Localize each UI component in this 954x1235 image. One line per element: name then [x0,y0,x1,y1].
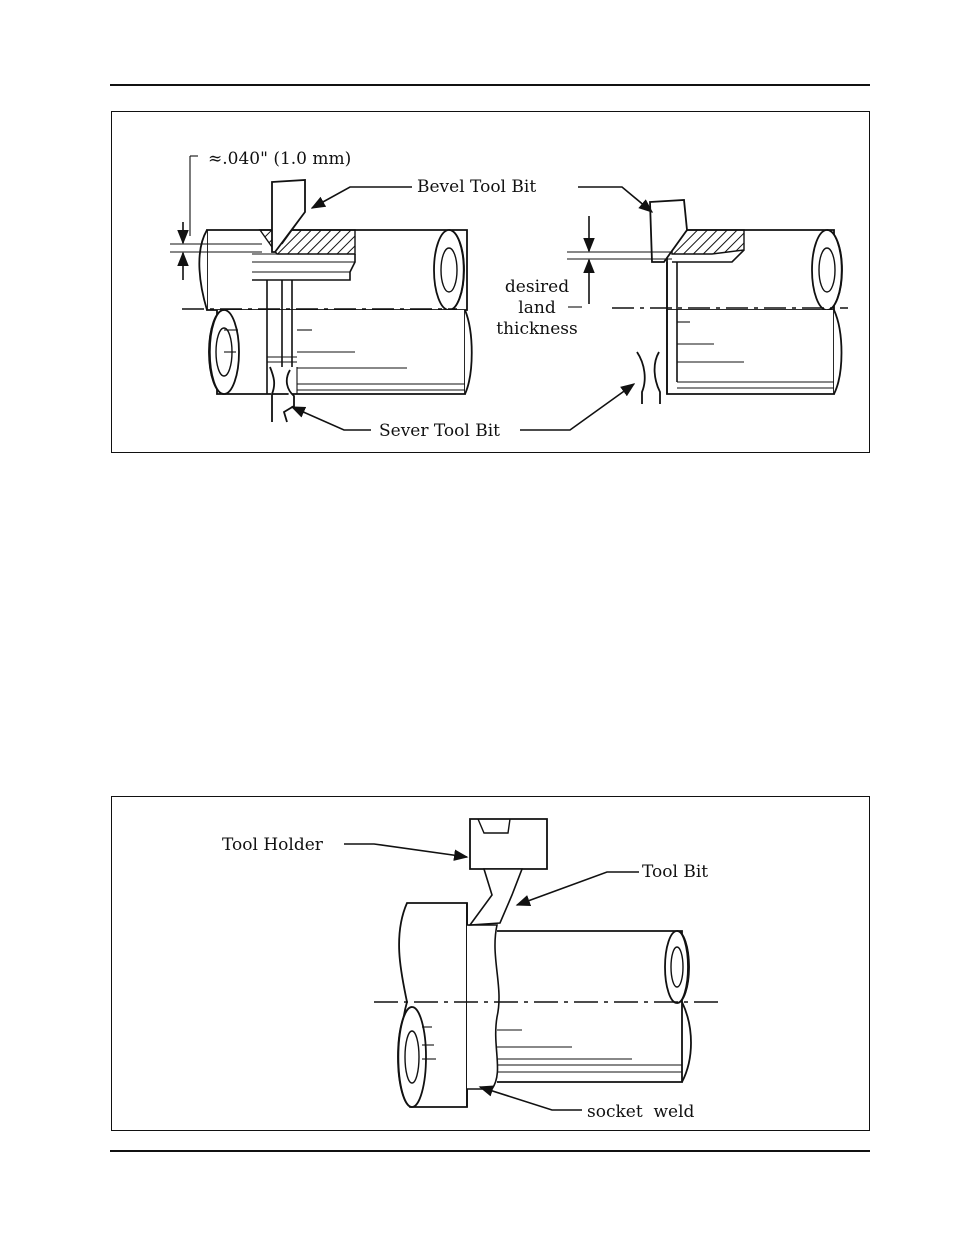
bevel-tool-bit-label: Bevel Tool Bit [417,177,536,197]
socket-pipe [374,902,718,1108]
figure-top-diagram: ≈.040" (1.0 mm) Bevel Tool Bit desired l… [170,149,848,441]
tool-holder-label: Tool Holder [222,835,324,855]
figure-bottom-diagram: Tool Holder Tool Bit socket weld [222,818,718,1122]
sever-tool-bit-label: Sever Tool Bit [379,421,500,441]
tool-holder [468,818,548,926]
figure-top-frame: ≈.040" (1.0 mm) Bevel Tool Bit desired l… [111,111,870,453]
footer-rule [110,1150,870,1152]
clearance-label: ≈.040" (1.0 mm) [208,149,351,169]
left-pipe-section [182,179,473,423]
land-dimension [567,216,672,304]
desired-land-label-1: desired [505,277,569,297]
right-pipe-section [612,199,848,404]
tool-bit-label: Tool Bit [642,862,708,882]
figure-bottom-frame: Tool Holder Tool Bit socket weld [111,796,870,1131]
desired-land-label-2: land [518,298,556,318]
clearance-dimension [170,155,262,280]
desired-land-label-3: thickness [496,319,578,339]
header-rule [110,84,870,86]
socket-weld-label: socket weld [587,1102,695,1122]
